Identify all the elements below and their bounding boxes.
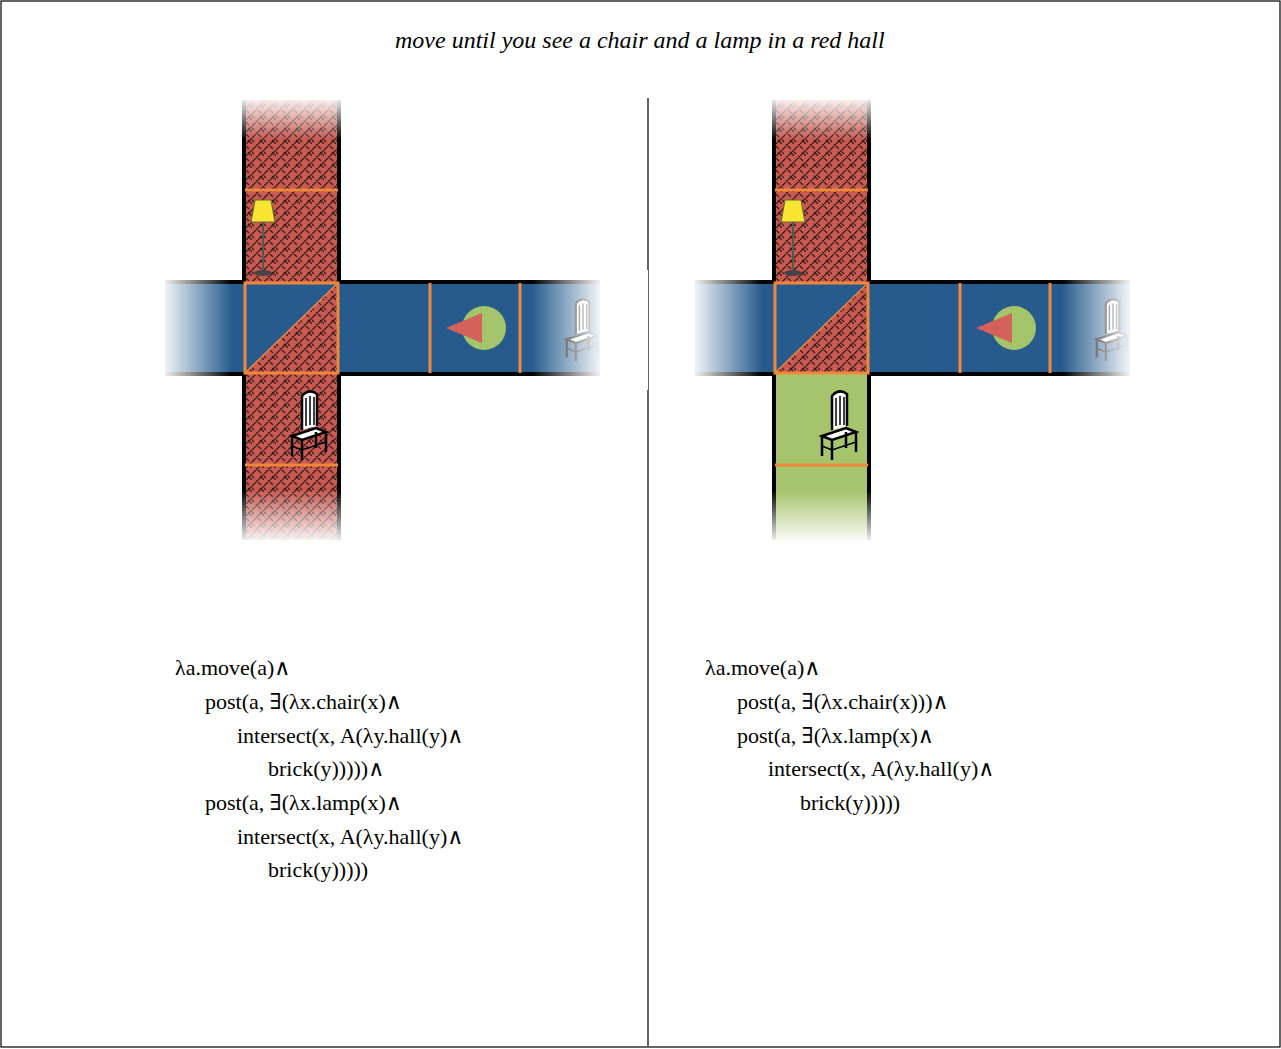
logical-form-line: intersect(x, A(λy.hall(y)∧	[768, 755, 994, 783]
logical-form-line: intersect(x, A(λy.hall(y)∧	[237, 722, 463, 750]
left-map	[160, 96, 648, 544]
logical-form-line: λa.move(a)∧	[175, 654, 290, 682]
right-map	[690, 96, 1178, 544]
logical-form-line: post(a, ∃(λx.lamp(x)∧	[737, 722, 934, 750]
chair-icon	[292, 391, 326, 460]
logical-form-line: brick(y)))))	[268, 856, 368, 884]
logical-form-line: intersect(x, A(λy.hall(y)∧	[237, 823, 463, 851]
chair-icon	[822, 391, 856, 460]
logical-form-line: brick(y)))))	[800, 789, 900, 817]
title: move until you see a chair and a lamp in…	[395, 25, 885, 55]
logical-form-line: brick(y)))))∧	[268, 755, 384, 783]
divider	[647, 98, 648, 1046]
map	[160, 96, 648, 390]
map	[690, 96, 1178, 390]
logical-form-line: post(a, ∃(λx.chair(x)))∧	[737, 688, 949, 716]
logical-form-line: post(a, ∃(λx.chair(x)∧	[205, 688, 402, 716]
logical-form-line: post(a, ∃(λx.lamp(x)∧	[205, 789, 402, 817]
logical-form-line: λa.move(a)∧	[705, 654, 820, 682]
